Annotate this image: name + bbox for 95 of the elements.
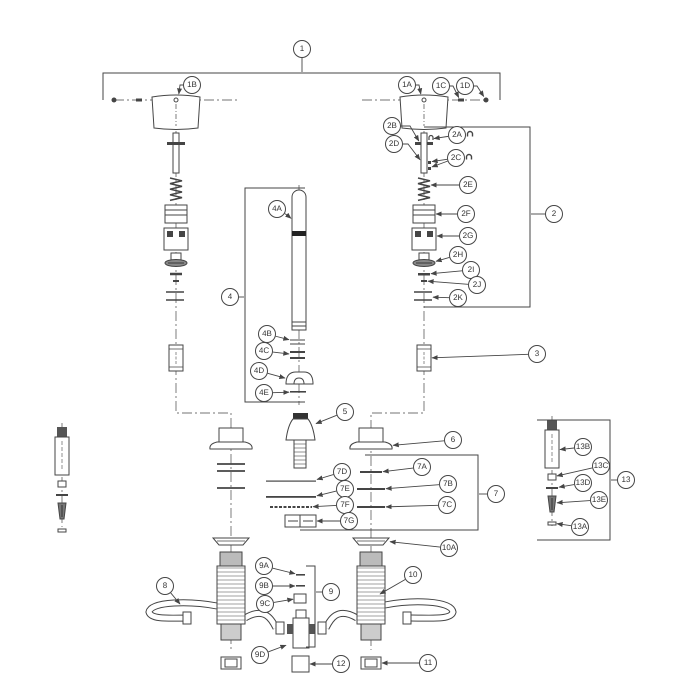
- leader-line: [316, 474, 334, 480]
- bracket: [424, 126, 530, 308]
- hex-nut: [220, 656, 242, 670]
- callout-number: 2B: [383, 117, 401, 135]
- leader-line: [431, 160, 448, 168]
- leader-line: [431, 354, 528, 360]
- bracket: [244, 188, 306, 402]
- cartridge: [168, 344, 184, 372]
- pin: [458, 98, 464, 102]
- coupling-nut: [294, 594, 306, 604]
- packing-nut: [164, 228, 188, 250]
- washer-set: [413, 291, 433, 301]
- leader-line: [416, 84, 422, 95]
- leader-line: [381, 660, 420, 666]
- leader-line: [402, 144, 420, 160]
- cartridge: [544, 420, 560, 468]
- leader-line: [316, 518, 340, 524]
- leader-line: [268, 644, 287, 652]
- callout-number: 3: [528, 345, 546, 363]
- callout-number: 11: [419, 654, 437, 672]
- bonnet-cap: [164, 204, 188, 224]
- leader-line: [170, 592, 180, 604]
- base-flange: [209, 428, 253, 450]
- square-nut: [292, 656, 310, 672]
- leader-line: [272, 583, 296, 589]
- flange-washer: [352, 538, 390, 546]
- leader-line: [272, 390, 290, 395]
- leader-line: [382, 468, 414, 474]
- leader-line: [284, 212, 292, 219]
- leader-line: [559, 446, 574, 452]
- leader-line: [272, 350, 290, 356]
- bracket: [536, 420, 610, 540]
- spout-adapter: [286, 413, 316, 468]
- leader-line: [312, 504, 336, 509]
- cartridge: [416, 344, 432, 372]
- leader-line: [435, 211, 458, 217]
- leader-line: [450, 86, 460, 98]
- valve-stem: [420, 132, 428, 174]
- leader-line: [385, 504, 438, 510]
- callout-number: 7: [487, 485, 505, 503]
- leader-line: [556, 500, 590, 505]
- callout-number: 4: [221, 288, 239, 306]
- leader-line: [556, 522, 572, 527]
- leader-line: [273, 598, 294, 603]
- callout-number: 6: [444, 431, 462, 449]
- bonnet-cap: [412, 204, 436, 224]
- leader-line: [379, 579, 406, 594]
- leader-line: [177, 84, 184, 95]
- leader-line: [431, 158, 448, 164]
- callout-number: 10A: [440, 539, 458, 557]
- bracket-stub: [238, 296, 244, 298]
- bead-strip: [270, 506, 312, 508]
- o-ring: [418, 273, 430, 276]
- leader-line: [400, 126, 420, 142]
- leader-line: [392, 440, 444, 448]
- button: [484, 98, 488, 102]
- cartridge: [54, 427, 70, 476]
- leader-line: [389, 540, 440, 548]
- callout-number: 2D: [385, 135, 403, 153]
- leader-line: [275, 336, 290, 341]
- leader-line: [433, 135, 449, 140]
- callout-number: 5: [336, 403, 354, 421]
- tee-fitting: [287, 610, 315, 648]
- bracket: [300, 454, 478, 530]
- leader-line: [309, 661, 332, 667]
- leader-line: [267, 372, 286, 380]
- packing-nut: [412, 228, 436, 250]
- spring: [417, 177, 431, 202]
- faucet-handle: [152, 94, 200, 130]
- leader-line: [432, 294, 450, 300]
- leader-line: [427, 279, 468, 285]
- leader-line: [436, 233, 460, 239]
- leader-line: [435, 257, 450, 262]
- callout-number: 9D: [251, 646, 269, 664]
- leader-line: [385, 484, 440, 491]
- base-flange: [349, 428, 393, 450]
- leader-line: [430, 182, 460, 188]
- aerator: [286, 372, 314, 384]
- callout-number: 12: [332, 655, 350, 673]
- callout-number: 1: [293, 40, 311, 58]
- faucet-handle: [400, 94, 448, 130]
- callout-number: 13: [617, 471, 635, 489]
- leader-line: [556, 468, 593, 478]
- bracket: [306, 566, 316, 648]
- leader-line: [315, 414, 338, 424]
- leader-line: [272, 568, 296, 575]
- leader-line: [558, 484, 575, 489]
- leader-line: [316, 490, 337, 497]
- hex-nut: [360, 656, 382, 670]
- leader-line: [430, 270, 462, 276]
- spacer-block: [284, 514, 316, 528]
- leader-line: [474, 86, 484, 98]
- valve-seat: [412, 252, 436, 267]
- bracket: [102, 72, 500, 100]
- callout-number: 2: [545, 205, 563, 223]
